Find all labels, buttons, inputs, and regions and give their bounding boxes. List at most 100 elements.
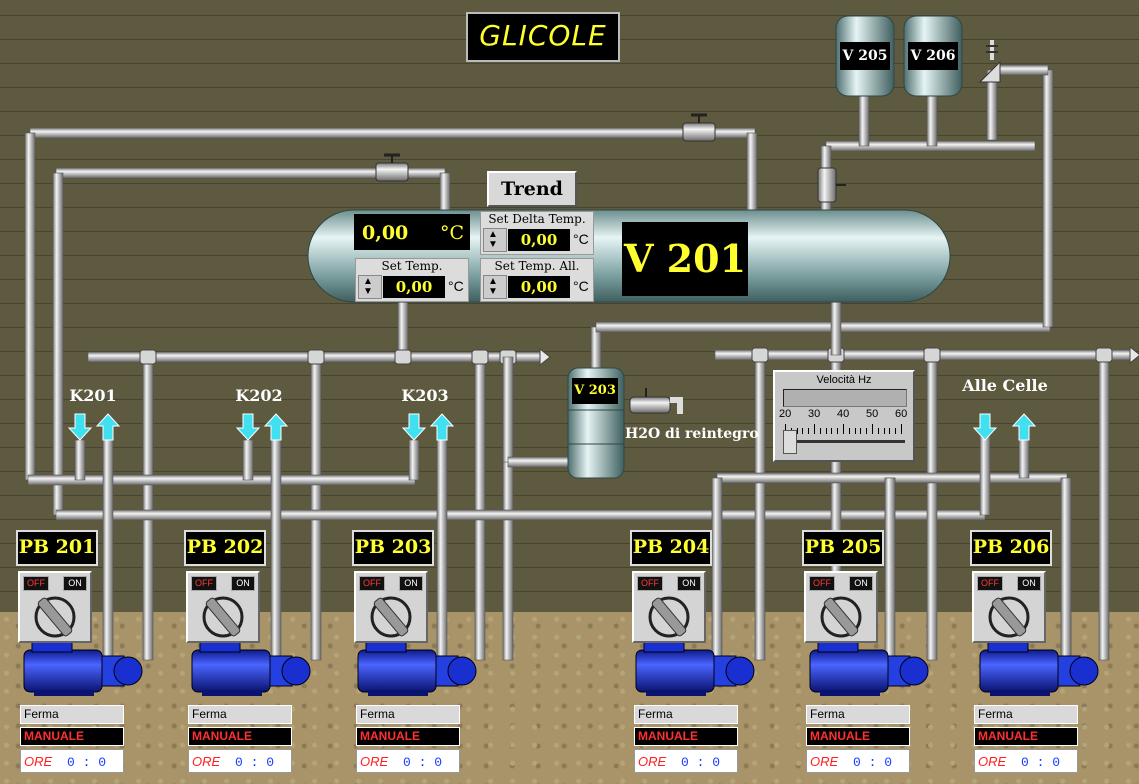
pipe-joint bbox=[751, 347, 769, 363]
pipe-segment bbox=[474, 356, 486, 661]
pipe-segment bbox=[595, 321, 1051, 333]
pipe-segment bbox=[242, 439, 254, 481]
pump-name-label: PB 206 bbox=[970, 530, 1052, 566]
pump-motor-2[interactable] bbox=[191, 641, 311, 696]
pump-hours-counter: ORE 0 : 0 bbox=[188, 749, 292, 773]
speed-tick-mark bbox=[872, 424, 873, 434]
speed-indicator-bar bbox=[783, 389, 907, 407]
pump-motor-1[interactable] bbox=[23, 641, 143, 696]
pump-selector-switch[interactable]: OFF ON bbox=[804, 571, 878, 643]
pipe-segment bbox=[502, 356, 514, 463]
speed-tick-mark bbox=[837, 428, 839, 434]
pipe-end bbox=[1129, 345, 1139, 365]
selector-on-label: ON bbox=[1017, 576, 1041, 591]
set-delta-temp-label: Set Delta Temp. bbox=[488, 212, 586, 226]
tank-v203-label: V 203 bbox=[572, 378, 618, 404]
speed-track bbox=[785, 440, 905, 443]
pump-name-label: PB 204 bbox=[630, 530, 712, 566]
pump-mode[interactable]: MANUALE bbox=[634, 727, 738, 746]
flow-down-arrow-icon bbox=[67, 413, 93, 441]
valve-top-1[interactable] bbox=[682, 113, 716, 142]
pipe-segment bbox=[55, 509, 986, 521]
pump-motor-5[interactable] bbox=[809, 641, 929, 696]
selector-on-label: ON bbox=[849, 576, 873, 591]
speed-tick-mark bbox=[819, 428, 821, 434]
set-delta-temp-value[interactable]: 0,00 bbox=[508, 229, 570, 251]
valve-right-vertical[interactable] bbox=[817, 167, 846, 203]
pipe-segment bbox=[746, 132, 758, 211]
hours-label: ORE bbox=[360, 754, 389, 769]
hours-value: 0 : 0 bbox=[853, 755, 893, 770]
water-tap[interactable] bbox=[629, 388, 683, 414]
flow-down-arrow-icon bbox=[972, 413, 998, 441]
pipe-segment bbox=[754, 354, 766, 661]
selector-off-label: OFF bbox=[809, 576, 835, 591]
pump-selector-switch[interactable]: OFF ON bbox=[354, 571, 428, 643]
hours-label: ORE bbox=[24, 754, 53, 769]
temperature-display: 0,00 °C bbox=[354, 214, 470, 250]
pump-mode[interactable]: MANUALE bbox=[188, 727, 292, 746]
set-delta-temp-unit: °C bbox=[573, 231, 589, 247]
selector-knob-icon[interactable] bbox=[806, 591, 876, 641]
selector-knob-icon[interactable] bbox=[20, 591, 90, 641]
pump-motor-3[interactable] bbox=[357, 641, 477, 696]
valve-top-2[interactable] bbox=[375, 153, 409, 182]
pipes bbox=[24, 64, 1139, 661]
selector-on-label: ON bbox=[677, 576, 701, 591]
pipe-segment bbox=[858, 95, 870, 147]
set-temp-label: Set Temp. bbox=[381, 259, 443, 273]
pump-mode[interactable]: MANUALE bbox=[356, 727, 460, 746]
selector-knob-icon[interactable] bbox=[356, 591, 426, 641]
speed-tick-mark bbox=[866, 428, 868, 434]
speed-tick-mark bbox=[796, 428, 798, 434]
pump-mode[interactable]: MANUALE bbox=[20, 727, 124, 746]
speed-tick-mark bbox=[895, 428, 897, 434]
flow-up-arrow-icon bbox=[263, 413, 289, 441]
pipe-segment bbox=[1098, 354, 1110, 661]
pipe-joint bbox=[394, 349, 412, 365]
pump-hours-counter: ORE 0 : 0 bbox=[20, 749, 124, 773]
pump-motor-4[interactable] bbox=[635, 641, 755, 696]
set-temp-all-value[interactable]: 0,00 bbox=[508, 276, 570, 298]
hours-value: 0 : 0 bbox=[1021, 755, 1061, 770]
set-temp-all-spinner[interactable]: ▲▼ bbox=[483, 275, 507, 299]
pipe-segment bbox=[926, 354, 938, 661]
selector-knob-icon[interactable] bbox=[188, 591, 258, 641]
pump-mode[interactable]: MANUALE bbox=[806, 727, 910, 746]
pipe-segment bbox=[408, 439, 420, 481]
pump-motor-6[interactable] bbox=[979, 641, 1099, 696]
speed-tick-mark bbox=[785, 424, 786, 434]
pump-mode[interactable]: MANUALE bbox=[974, 727, 1078, 746]
speed-slider-thumb[interactable] bbox=[783, 430, 797, 454]
pump-selector-switch[interactable]: OFF ON bbox=[186, 571, 260, 643]
pump-status: Ferma bbox=[634, 705, 738, 724]
pipe-segment bbox=[507, 456, 569, 468]
speed-tick-mark bbox=[877, 428, 879, 434]
flow-up-arrow-icon bbox=[429, 413, 455, 441]
pipe-segment bbox=[29, 127, 756, 139]
speed-tick-mark bbox=[831, 428, 833, 434]
pipe-segment bbox=[830, 301, 842, 356]
pump-selector-switch[interactable]: OFF ON bbox=[18, 571, 92, 643]
set-delta-temp-spinner[interactable]: ▲▼ bbox=[483, 228, 507, 252]
pipe-segment bbox=[436, 439, 448, 661]
pump-name-label: PB 205 bbox=[802, 530, 884, 566]
pump-selector-switch[interactable]: OFF ON bbox=[972, 571, 1046, 643]
temperature-unit: °C bbox=[440, 222, 465, 244]
selector-off-label: OFF bbox=[23, 576, 49, 591]
pump-hours-counter: ORE 0 : 0 bbox=[356, 749, 460, 773]
set-temp-spinner[interactable]: ▲▼ bbox=[358, 275, 382, 299]
valve-k202-label: K202 bbox=[235, 386, 283, 405]
selector-knob-icon[interactable] bbox=[634, 591, 704, 641]
pump-selector-switch[interactable]: OFF ON bbox=[632, 571, 706, 643]
pump-status: Ferma bbox=[356, 705, 460, 724]
alle-celle-label: Alle Celle bbox=[962, 376, 1048, 395]
pipe-segment bbox=[102, 439, 114, 661]
set-temp-all-label: Set Temp. All. bbox=[494, 259, 580, 273]
pipe-segment bbox=[24, 132, 36, 481]
set-temp-value[interactable]: 0,00 bbox=[383, 276, 445, 298]
trend-button[interactable]: Trend bbox=[487, 171, 577, 207]
selector-off-label: OFF bbox=[637, 576, 663, 591]
speed-tick-mark bbox=[854, 428, 856, 434]
selector-knob-icon[interactable] bbox=[974, 591, 1044, 641]
